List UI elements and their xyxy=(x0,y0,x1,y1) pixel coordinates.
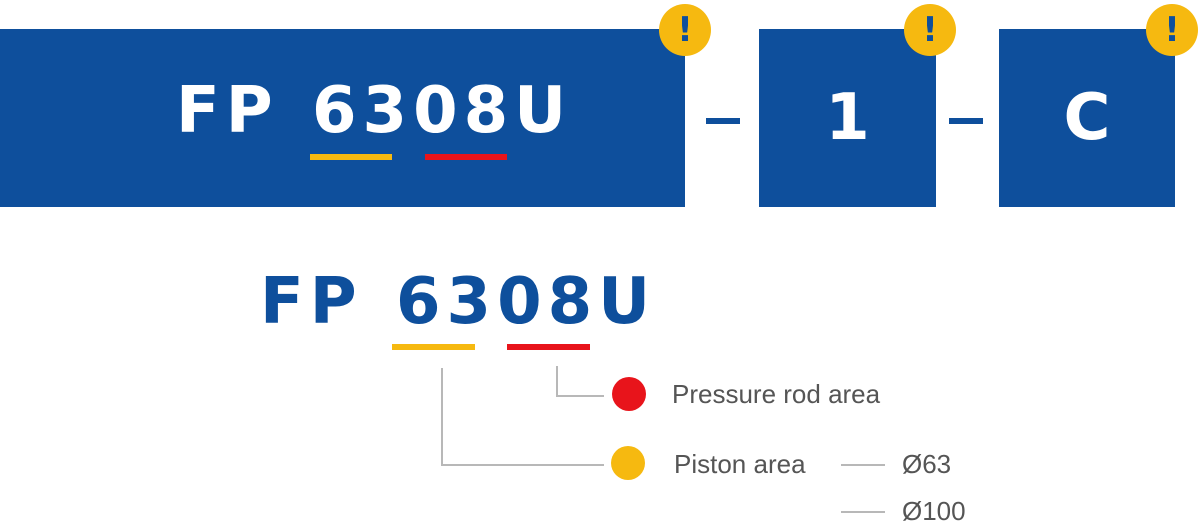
separator-dash xyxy=(949,118,983,124)
option2-value: C xyxy=(1063,81,1111,155)
warning-icon[interactable]: ! xyxy=(659,4,711,56)
model-code-box: FP 6308U xyxy=(0,29,685,207)
option1-value: 1 xyxy=(825,81,870,155)
piston-underline xyxy=(392,344,475,350)
breakdown-prefix: FP xyxy=(260,265,363,339)
rod-underline-top xyxy=(425,154,507,160)
code-model: 6308U xyxy=(312,74,573,148)
pressure-rod-area-label: Pressure rod area xyxy=(672,379,881,409)
piston-connector-horizontal xyxy=(441,464,604,466)
piston-size-100: Ø100 xyxy=(902,496,966,526)
piston-connector-vertical xyxy=(441,368,443,466)
breakdown-model: 6308U xyxy=(396,265,657,339)
warning-icon[interactable]: ! xyxy=(904,4,956,56)
piston-area-label: Piston area xyxy=(674,449,806,479)
rod-underline xyxy=(507,344,590,350)
rod-connector-vertical xyxy=(556,366,558,396)
size-connector xyxy=(841,464,885,466)
warning-icon[interactable]: ! xyxy=(1146,4,1198,56)
code-prefix: FP xyxy=(176,74,279,148)
pressure-rod-area-dot xyxy=(612,377,646,411)
option2-box: C xyxy=(999,29,1175,207)
piston-underline-top xyxy=(310,154,392,160)
rod-connector-horizontal xyxy=(556,395,604,397)
piston-area-dot xyxy=(611,446,645,480)
piston-size-63: Ø63 xyxy=(902,449,952,479)
option1-box: 1 xyxy=(759,29,936,207)
size-connector xyxy=(841,511,885,513)
separator-dash xyxy=(706,118,740,124)
